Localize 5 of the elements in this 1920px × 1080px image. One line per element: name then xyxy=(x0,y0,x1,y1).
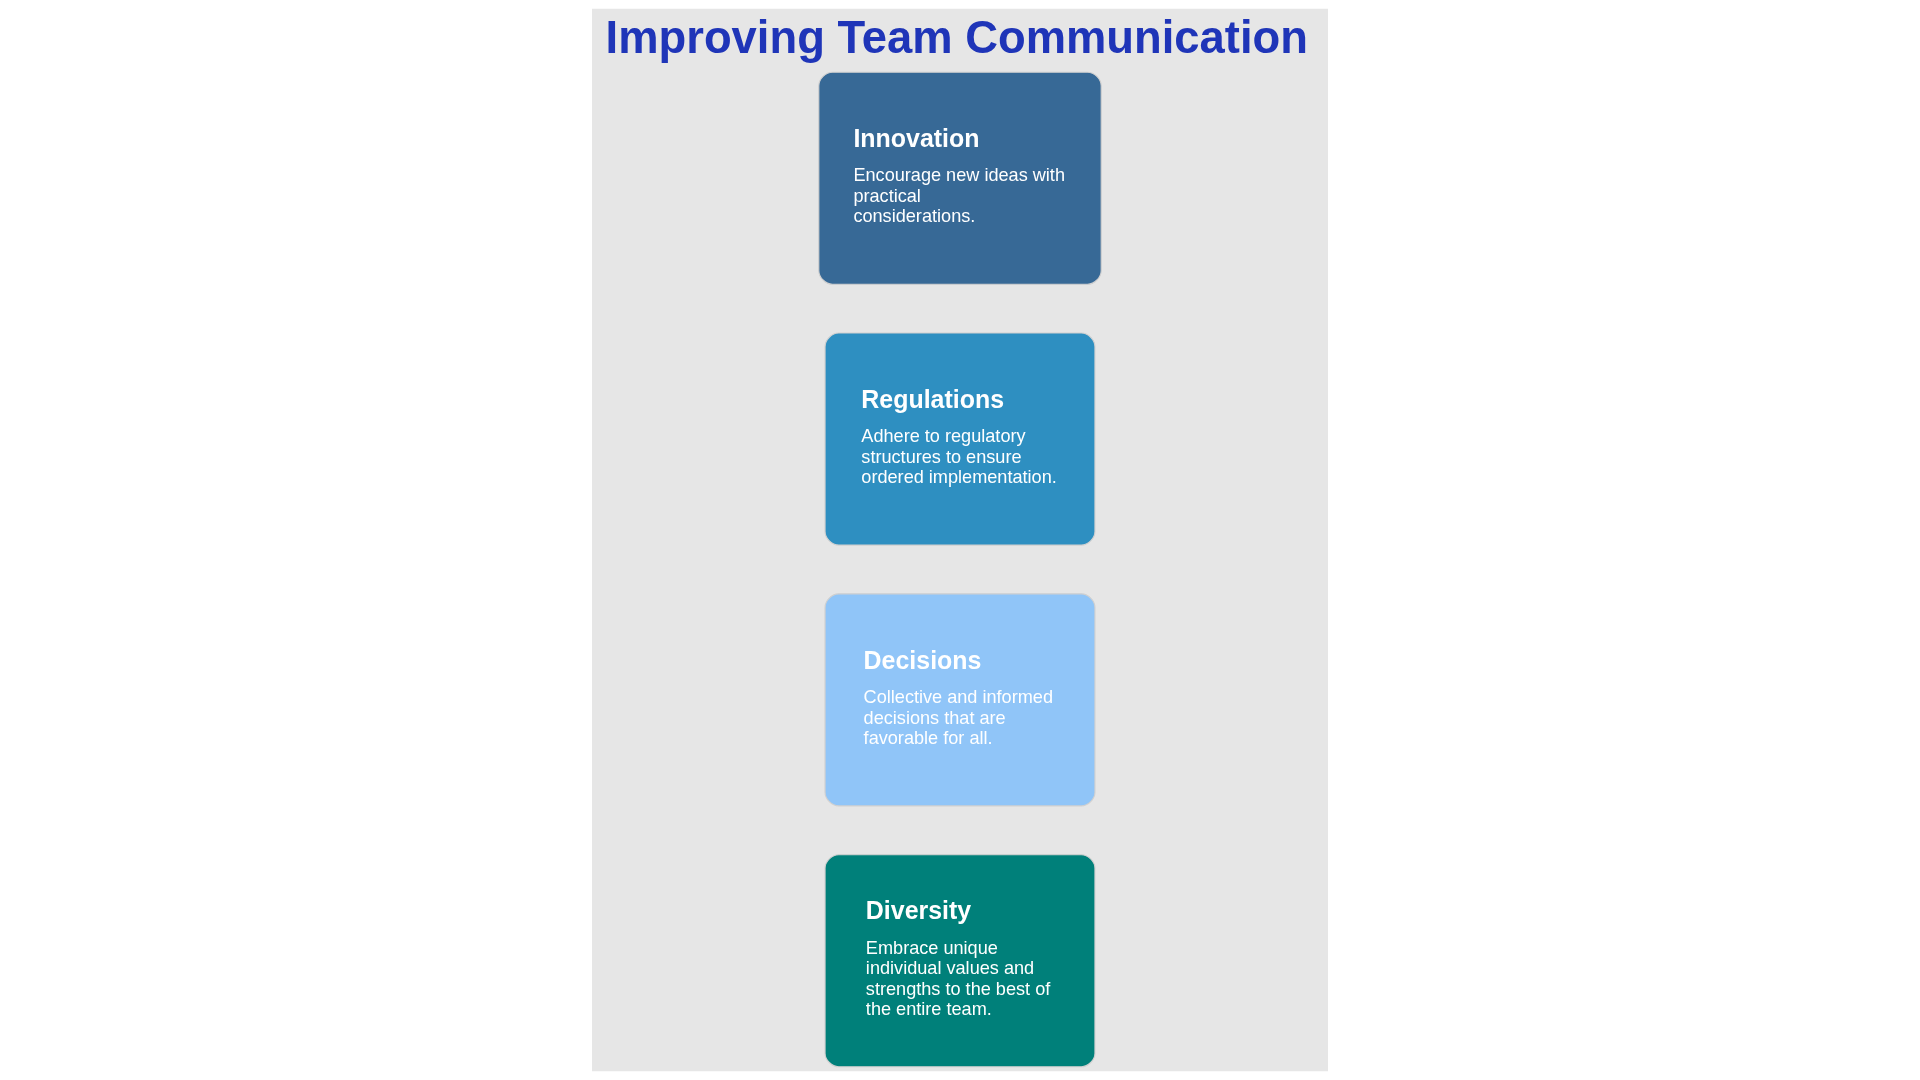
node-box: Diversity Embrace unique individual values and strengths to the best of the entire team. xyxy=(824,854,1096,1068)
node-box: Innovation Encourage new ideas with practical considerations. xyxy=(818,71,1102,285)
node-box: Decisions Collective and informed decisions that are favorable for all. xyxy=(824,593,1096,807)
diagram-title: Improving Team Communication xyxy=(605,11,1308,63)
node-box: Regulations Adhere to regulatory structures to ensure ordered implementation. xyxy=(824,332,1096,546)
